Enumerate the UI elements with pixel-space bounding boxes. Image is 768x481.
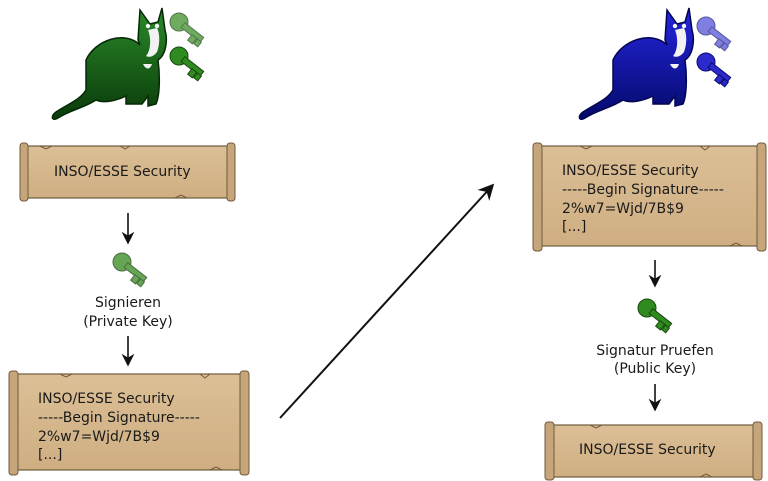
step-label-line: (Public Key)	[613, 361, 697, 377]
key-icon	[169, 12, 205, 48]
scroll-text-line: 2%w7=Wjd/7B$9	[562, 201, 684, 217]
cat-icon	[578, 7, 695, 121]
step-label-line: Signieren	[95, 295, 161, 311]
key-icon	[696, 16, 732, 52]
parchment-scroll-left-bottom	[8, 370, 250, 476]
scroll-text-line: -----Begin Signature-----	[562, 182, 724, 198]
scroll-text-line: -----Begin Signature-----	[38, 410, 200, 426]
step-label-line: Signatur Pruefen	[596, 343, 714, 359]
scroll-text-line: INSO/ESSE Security	[38, 391, 175, 407]
key-icon	[696, 52, 732, 88]
scroll-text-line: INSO/ESSE Security	[562, 163, 699, 179]
step-label-line: (Private Key)	[83, 314, 173, 330]
transfer-arrow	[279, 183, 495, 419]
cat-icon	[51, 7, 168, 121]
scroll-text-line: [...]	[38, 447, 63, 463]
parchment-scroll-right-top	[532, 142, 767, 252]
scroll-text-line: INSO/ESSE Security	[579, 442, 716, 458]
key-icon	[169, 46, 205, 82]
scroll-text-line: INSO/ESSE Security	[54, 164, 191, 180]
key-icon	[112, 252, 148, 288]
parchment-scroll-right-bottom	[544, 421, 763, 481]
key-icon	[637, 298, 673, 334]
parchment-scroll-left-top	[19, 142, 236, 202]
scroll-text-line: [...]	[562, 219, 587, 235]
scroll-text-line: 2%w7=Wjd/7B$9	[38, 429, 160, 445]
